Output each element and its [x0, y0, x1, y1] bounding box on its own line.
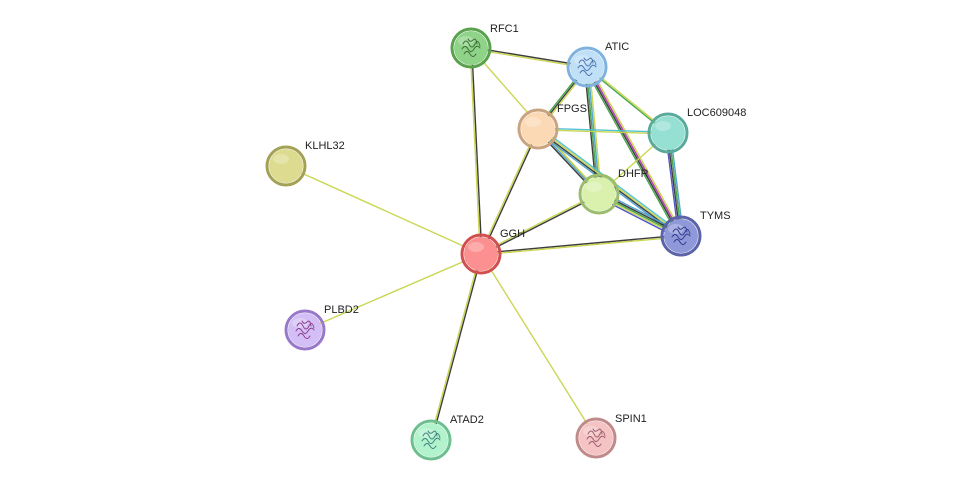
node-border — [410, 419, 452, 461]
edge-evidence-line — [668, 132, 683, 236]
edge-atic-tyms[interactable] — [584, 65, 684, 238]
node-border — [284, 309, 326, 351]
node-highlight — [273, 154, 289, 164]
node-circle — [570, 50, 604, 84]
edge-evidence-line — [587, 65, 669, 133]
edge-evidence-line — [666, 133, 681, 237]
node-label-atad2: ATAD2 — [450, 414, 484, 426]
edge-evidence-line — [469, 48, 481, 255]
edge-ggh-tyms[interactable] — [480, 234, 682, 256]
edge-evidence-line — [538, 127, 669, 133]
edge-evidence-line — [481, 194, 600, 256]
node-circle — [288, 313, 322, 347]
node-border — [647, 112, 689, 154]
node-label-klhl32: KLHL32 — [305, 140, 345, 152]
node-circle — [521, 112, 555, 146]
protein-structure-icon — [461, 38, 481, 57]
edge-fpgs-loc609048[interactable] — [537, 127, 669, 135]
node-border — [575, 417, 617, 459]
edge-evidence-line — [471, 47, 483, 254]
node-rfc1[interactable]: RFC1 — [450, 23, 519, 69]
edge-ggh-spin1[interactable] — [480, 253, 597, 439]
protein-structure-icon — [421, 430, 441, 449]
edge-evidence-line — [285, 165, 482, 255]
edge-evidence-line — [584, 67, 680, 238]
node-atad2[interactable]: ATAD2 — [410, 414, 484, 461]
edge-evidence-line — [585, 67, 681, 237]
edge-evidence-line — [481, 129, 540, 255]
node-border — [517, 108, 559, 150]
edge-evidence-line — [481, 236, 682, 256]
node-border — [450, 27, 492, 69]
node-highlight — [586, 182, 602, 192]
node-circle — [464, 237, 498, 271]
node-label-loc609048: LOC609048 — [687, 107, 746, 119]
edge-evidence-line — [479, 128, 538, 254]
protein-structure-icon — [671, 226, 691, 245]
node-highlight — [525, 117, 541, 127]
protein-structure-icon — [577, 57, 597, 76]
node-label-dhfr: DHFR — [618, 168, 649, 180]
edge-evidence-line — [480, 192, 599, 254]
node-circle — [454, 31, 488, 65]
node-circle — [651, 116, 685, 150]
edge-evidence-line — [586, 67, 668, 135]
node-border — [566, 46, 608, 88]
node-fpgs[interactable]: FPGS — [517, 103, 587, 150]
edge-atic-loc609048[interactable] — [586, 65, 669, 135]
node-border — [578, 173, 620, 215]
edge-evidence-line — [669, 132, 685, 236]
node-highlight — [468, 242, 484, 252]
node-circle — [414, 423, 448, 457]
edge-rfc1-ggh[interactable] — [469, 47, 483, 255]
node-border — [265, 145, 307, 187]
edge-fpgs-ggh[interactable] — [479, 128, 540, 255]
protein-structure-icon — [295, 320, 315, 339]
edge-dhfr-ggh[interactable] — [480, 192, 600, 256]
edge-ggh-plbd2[interactable] — [304, 253, 482, 331]
protein-structure-icon — [586, 428, 606, 447]
edge-evidence-line — [480, 234, 681, 254]
edge-evidence-line — [480, 253, 597, 439]
edge-evidence-line — [664, 133, 680, 237]
node-label-ggh: GGH — [500, 228, 525, 240]
node-atic[interactable]: ATIC — [566, 41, 629, 88]
node-circle — [582, 177, 616, 211]
node-circle — [579, 421, 613, 455]
edge-evidence-line — [304, 253, 482, 331]
node-label-plbd2: PLBD2 — [324, 304, 359, 316]
node-loc609048[interactable]: LOC609048 — [647, 107, 746, 154]
edge-loc609048-tyms[interactable] — [664, 132, 685, 237]
edge-ggh-atad2[interactable] — [429, 253, 483, 441]
node-ggh[interactable]: GGH — [460, 228, 525, 275]
node-border — [660, 215, 702, 257]
edge-evidence-line — [587, 66, 683, 236]
node-label-fpgs: FPGS — [557, 103, 587, 115]
node-label-tyms: TYMS — [700, 210, 731, 222]
node-circle — [664, 219, 698, 253]
edge-evidence-line — [588, 65, 684, 236]
node-label-rfc1: RFC1 — [490, 23, 519, 35]
node-klhl32[interactable]: KLHL32 — [265, 140, 345, 187]
node-tyms[interactable]: TYMS — [660, 210, 731, 257]
node-circle — [269, 149, 303, 183]
node-label-atic: ATIC — [605, 41, 629, 53]
node-label-spin1: SPIN1 — [615, 413, 647, 425]
edge-evidence-line — [429, 253, 481, 440]
edge-ggh-klhl32[interactable] — [285, 165, 482, 255]
edge-evidence-line — [537, 129, 668, 135]
node-border — [460, 233, 502, 275]
node-spin1[interactable]: SPIN1 — [575, 413, 647, 459]
node-highlight — [655, 121, 671, 131]
node-dhfr[interactable]: DHFR — [578, 168, 649, 215]
node-plbd2[interactable]: PLBD2 — [284, 304, 359, 351]
edge-evidence-line — [431, 254, 483, 441]
